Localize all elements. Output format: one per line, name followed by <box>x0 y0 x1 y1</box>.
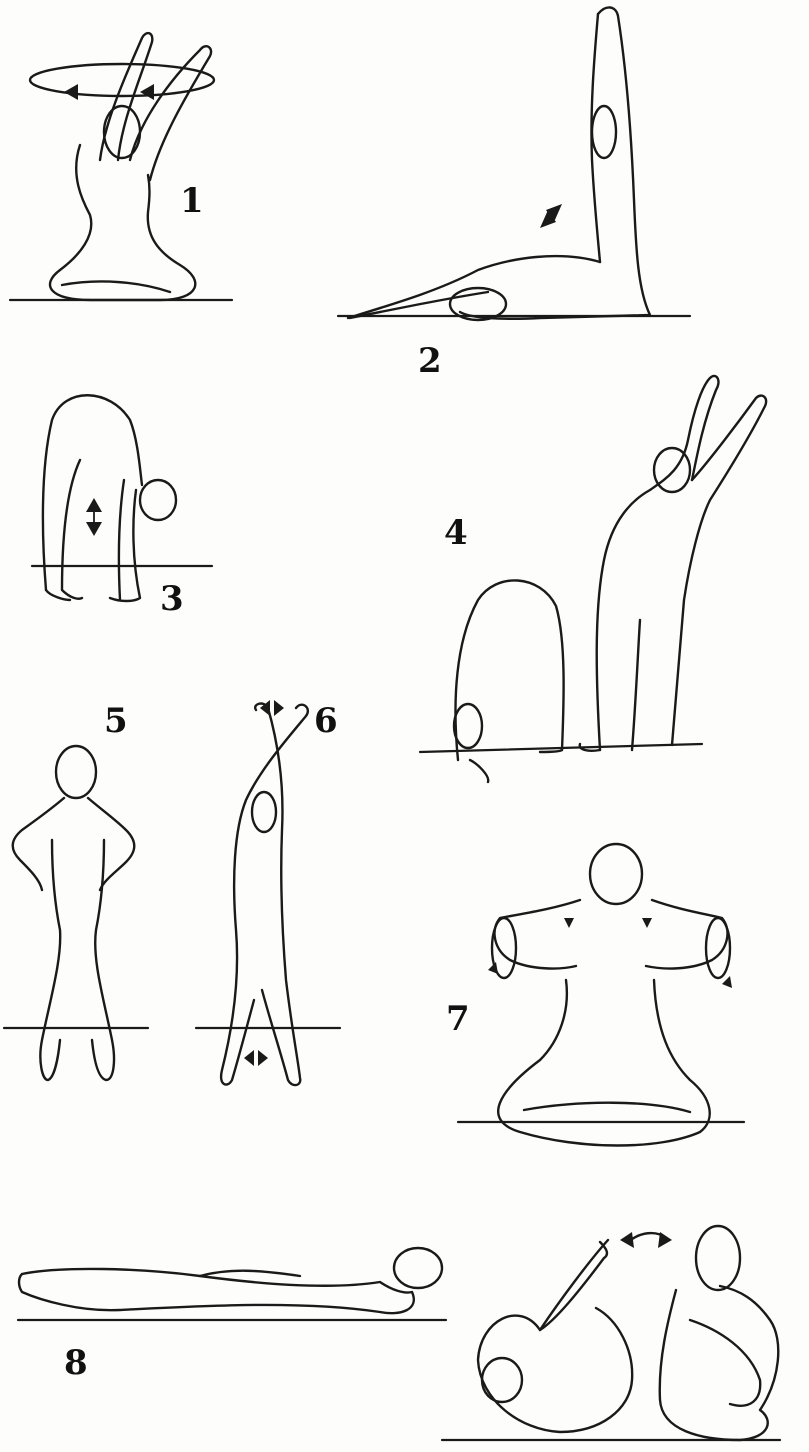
head <box>482 1358 522 1402</box>
head <box>56 746 96 798</box>
crossed-legs <box>62 281 170 292</box>
right-arm <box>646 900 727 968</box>
torso <box>50 145 195 300</box>
motion-arrow <box>258 1050 268 1066</box>
lying-figure <box>19 1269 414 1313</box>
shoulder-circle-right <box>706 918 730 978</box>
arms <box>110 480 140 601</box>
left-arm <box>495 900 580 968</box>
upright-figure <box>460 7 650 318</box>
exercise-number: 3 <box>160 579 184 619</box>
rotation-arrow <box>140 84 154 100</box>
legs <box>580 620 640 751</box>
exercise-3-figure <box>32 395 212 601</box>
exercise-6-figure <box>196 700 340 1085</box>
head <box>696 1226 740 1290</box>
exercise-number: 4 <box>444 513 468 553</box>
left-arm <box>13 798 64 890</box>
left-leg <box>40 840 60 1080</box>
exercise-number: 2 <box>418 341 442 381</box>
torso-and-legs <box>498 980 710 1146</box>
rotation-arrow <box>64 84 78 100</box>
head <box>252 792 276 832</box>
rocking-figure-back <box>478 1240 632 1432</box>
hands-feet <box>470 750 562 782</box>
seated-figure <box>660 1286 779 1440</box>
motion-arrow <box>658 1232 672 1248</box>
exercise-number: 5 <box>104 701 128 741</box>
legs <box>46 460 82 600</box>
head <box>590 844 642 904</box>
exercise-2-figure <box>338 7 690 320</box>
motion-arrow <box>722 976 732 988</box>
head <box>140 480 176 520</box>
standing-figure-left-arm <box>597 376 719 750</box>
head <box>394 1248 442 1288</box>
head <box>454 704 482 748</box>
head <box>592 106 616 158</box>
exercise-number: 1 <box>180 181 204 221</box>
right-arm <box>88 798 134 890</box>
exercise-4-figure <box>420 376 766 782</box>
motion-arrow <box>274 700 284 716</box>
crossed-legs <box>524 1103 690 1112</box>
bent-figure <box>455 580 563 760</box>
exercise-1-figure <box>10 33 232 300</box>
exercise-7-figure <box>458 844 744 1146</box>
bent-back <box>43 395 142 590</box>
exercise-5-figure <box>4 746 148 1080</box>
exercise-number: 7 <box>446 999 470 1039</box>
motion-arrow <box>620 1232 634 1248</box>
motion-arrow <box>642 918 652 928</box>
motion-arrow <box>564 918 574 928</box>
hugging-arms <box>690 1320 760 1406</box>
exercise-number: 6 <box>314 701 338 741</box>
head <box>654 448 690 492</box>
arm <box>200 1271 300 1276</box>
exercise-number: 8 <box>64 1343 88 1383</box>
motion-arrow <box>244 1050 254 1066</box>
rotation-ring <box>30 64 214 96</box>
exercise-8-figure <box>18 1226 780 1440</box>
